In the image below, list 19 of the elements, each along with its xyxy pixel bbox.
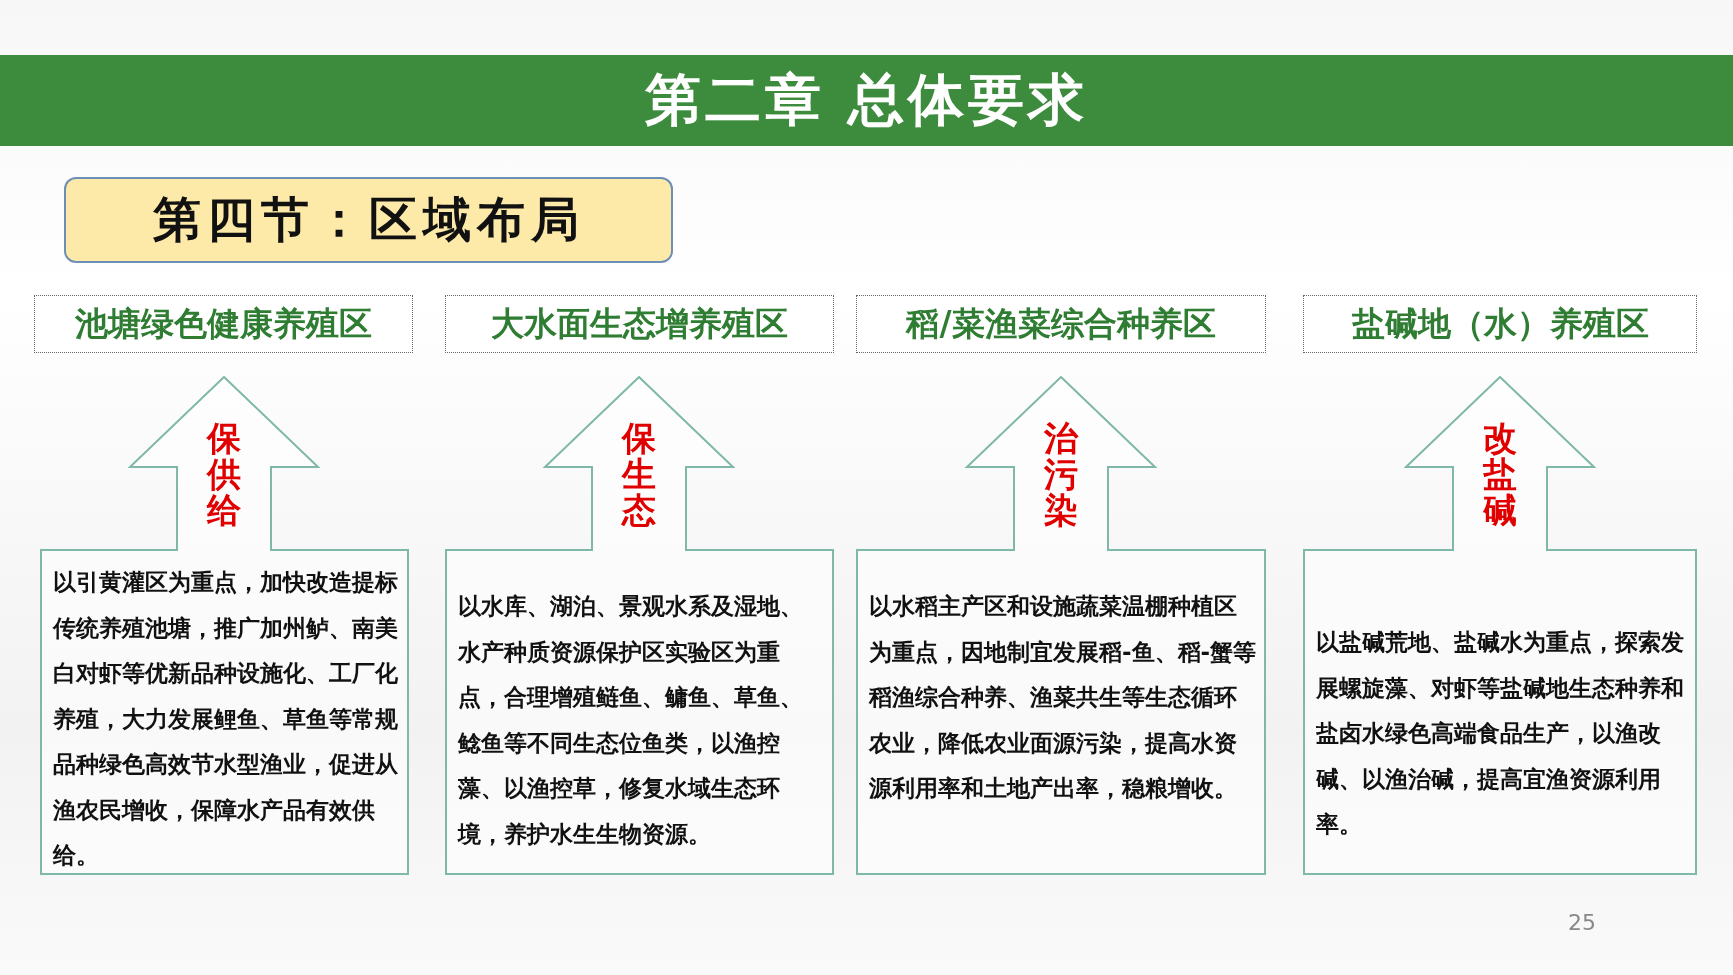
vertical-slogan: 改盐碱 (1482, 420, 1518, 528)
page-number: 25 (1568, 910, 1596, 935)
arrow-callout-box (445, 376, 834, 875)
vertical-slogan: 保供给 (205, 420, 242, 528)
section-heading-box: 第四节：区域布局 (64, 177, 673, 263)
description-text: 以水库、湖泊、景观水系及湿地、水产种质资源保护区实验区为重点，合理增殖鲢鱼、鳙鱼、草鱼、鲶鱼等不同生态位鱼类，以渔控藻、以渔控草，修复水域生态环境，养护水生生物资源。 (458, 592, 804, 849)
vertical-slogan: 保生态 (620, 420, 657, 528)
arrow-callout-box (1303, 376, 1697, 875)
description-text: 以水稻主产区和设施蔬菜温棚种植区为重点，因地制宜发展稻-鱼、稻-蟹等稻渔综合种养、渔菜共生等生态循环农业，降低农业面源污染，提高水资源利用率和土地产出率，稳粮增收。 (869, 592, 1257, 803)
region-heading-box: 大水面生态增养殖区 (445, 295, 834, 353)
region-heading-box: 盐碱地（水）养殖区 (1303, 295, 1697, 353)
vertical-slogan: 治污染 (1043, 420, 1080, 528)
region-heading-box: 池塘绿色健康养殖区 (34, 295, 413, 353)
title-banner: 第二章 总体要求 (0, 55, 1733, 146)
description-text: 以引黄灌区为重点，加快改造提标传统养殖池塘，推广加州鲈、南美白对虾等优新品种设施化、工厂化养殖，大力发展鲤鱼、草鱼等常规品种绿色高效节水型渔业，促进从渔农民增收，保障水产品有效供给。 (53, 568, 399, 870)
arrow-callout-box (856, 376, 1266, 875)
region-heading-box: 稻/菜渔菜综合种养区 (856, 295, 1266, 353)
description-text: 以盐碱荒地、盐碱水为重点，探索发展螺旋藻、对虾等盐碱地生态种养和盐卤水绿色高端食品生产，以渔改碱、以渔治碱，提高宜渔资源利用率。 (1316, 628, 1685, 839)
arrow-callout-box (40, 376, 409, 875)
